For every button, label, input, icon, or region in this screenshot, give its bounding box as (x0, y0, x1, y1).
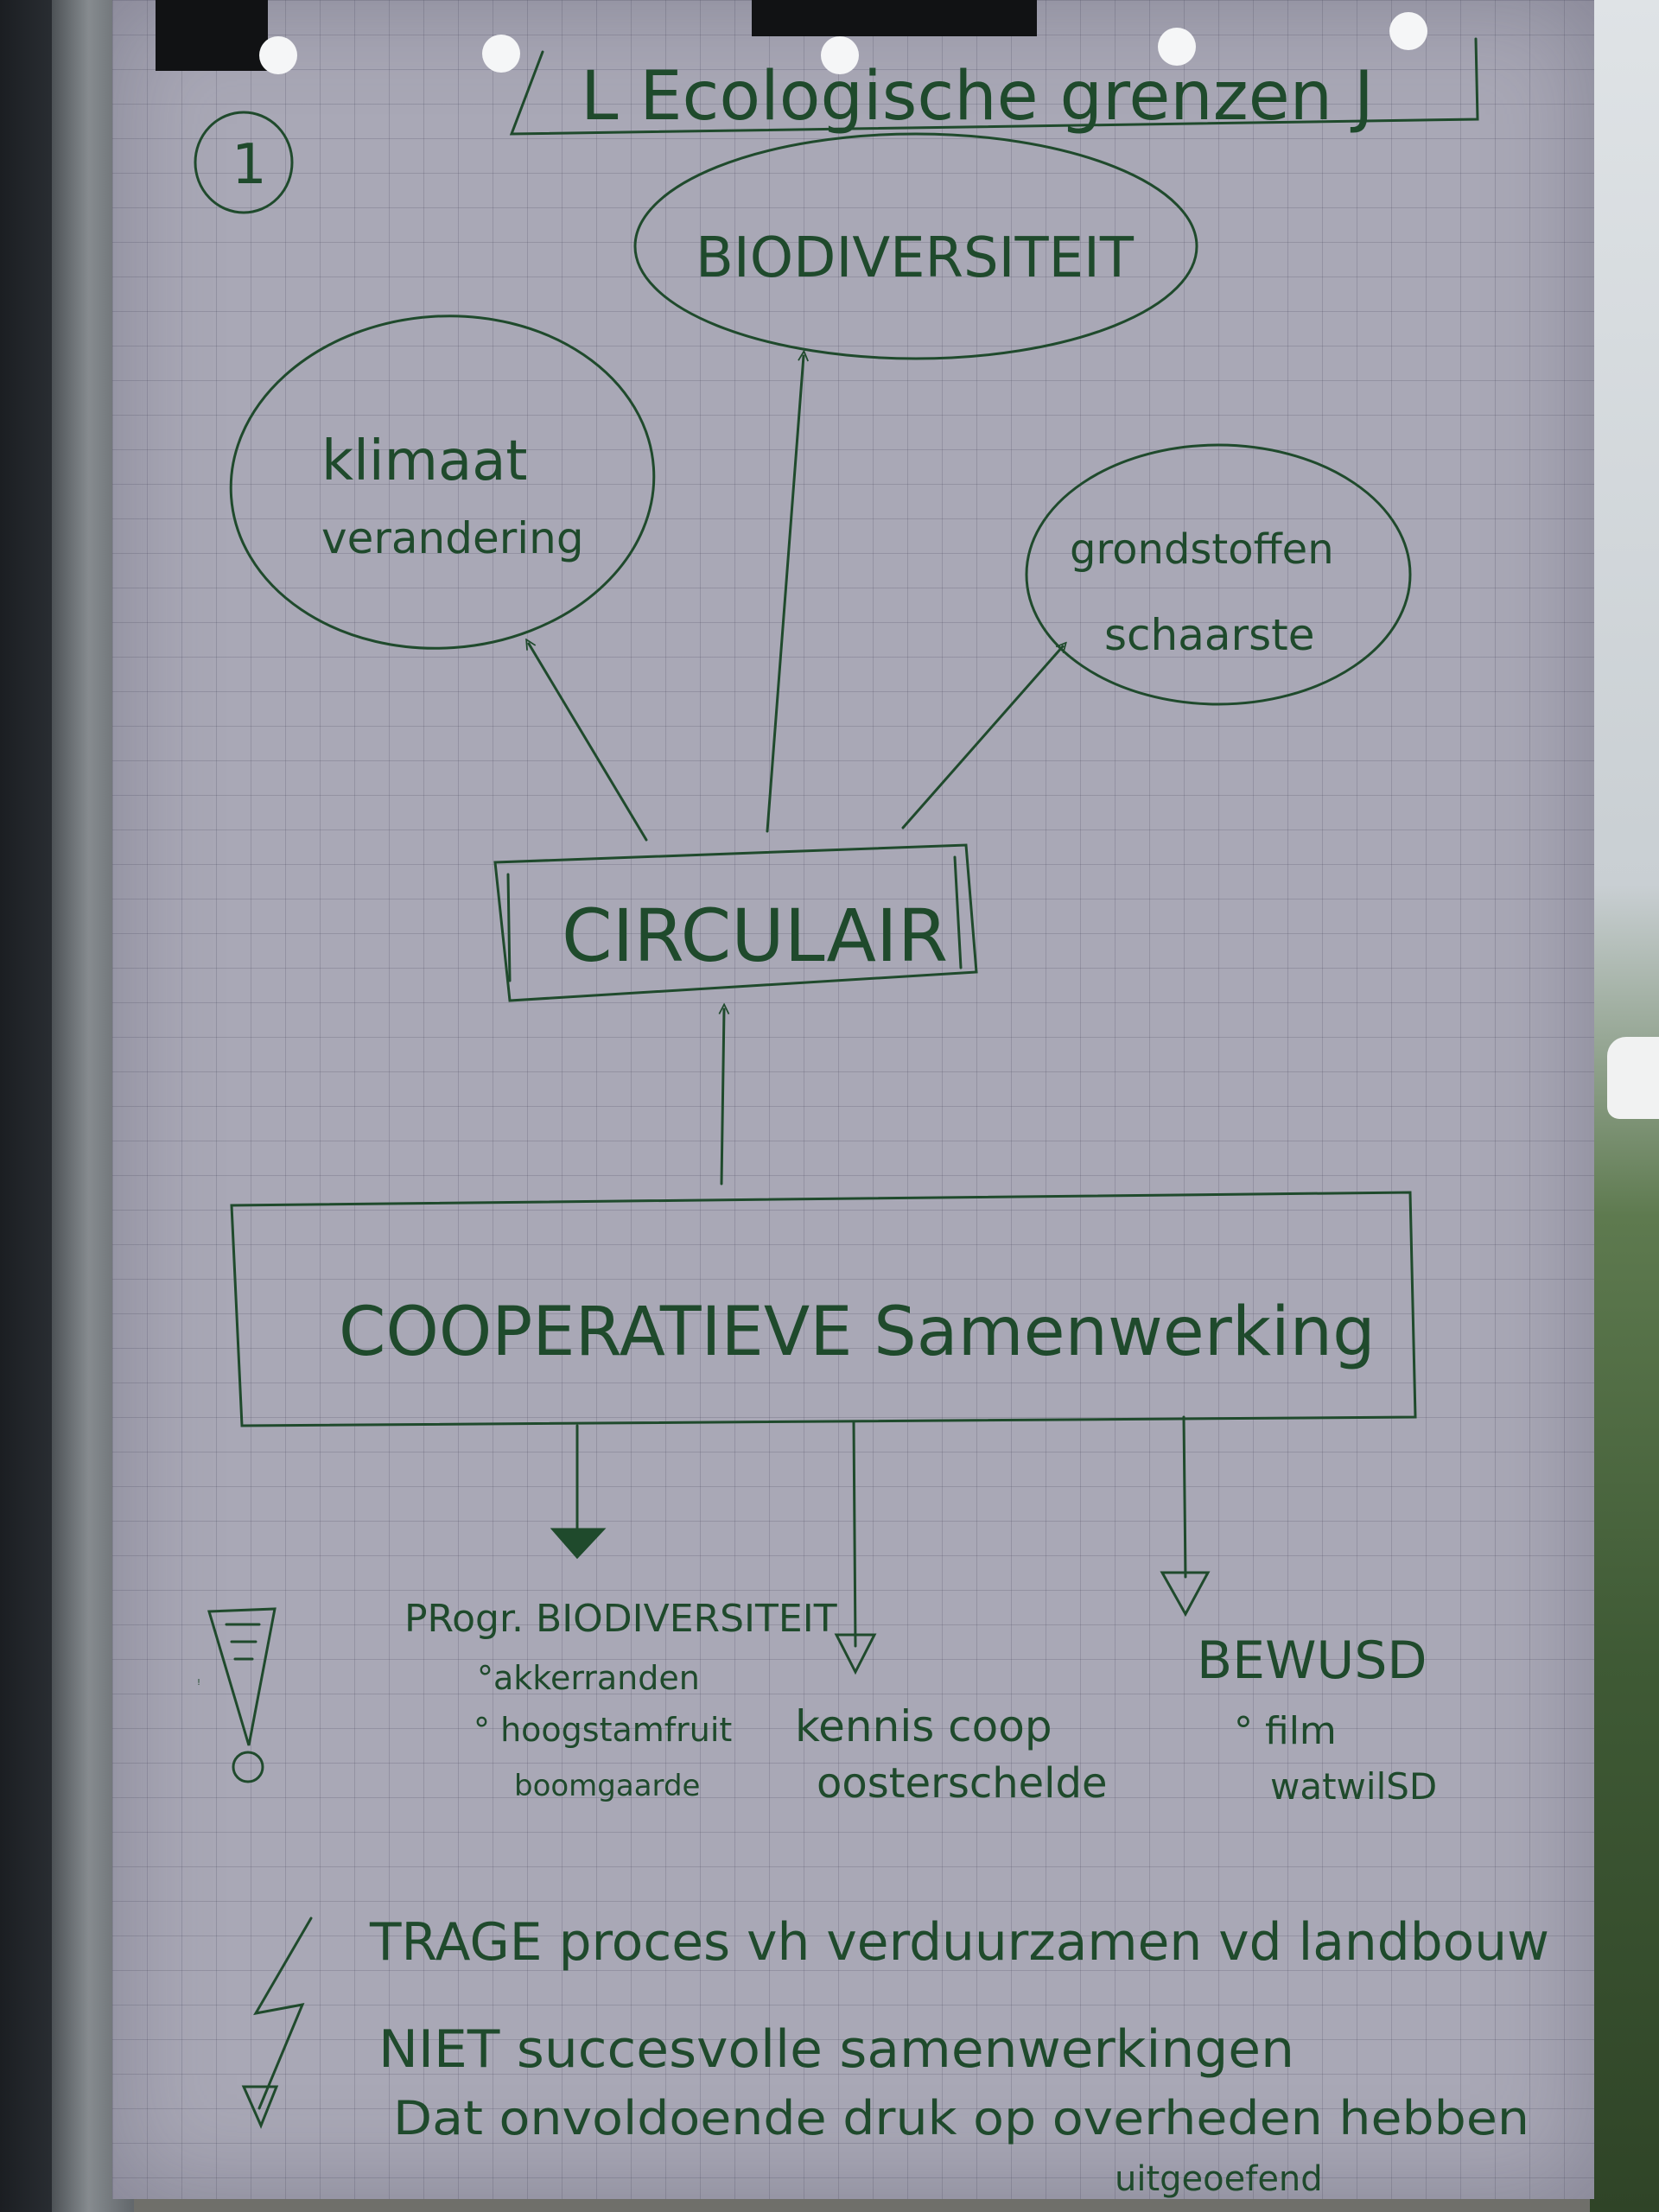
punch-hole (259, 36, 297, 74)
title-bracket (509, 37, 1479, 136)
label-biodiversiteit: BIODIVERSITEIT (696, 226, 1135, 290)
box-circulair-inner (953, 855, 963, 969)
label-kennis-line1: kennis coop (795, 1701, 1052, 1751)
note-line-3-sub: uitgeoefend (1115, 2159, 1323, 2199)
label-progr-item-1: °akkerranden (477, 1659, 700, 1697)
label-bewusd-item-2: watwilSD (1270, 1765, 1437, 1808)
box-circulair-inner (506, 873, 512, 982)
flipchart-sheet (112, 0, 1594, 2199)
punch-hole (821, 36, 859, 74)
page-marker-circle (194, 111, 294, 214)
arrowhead-kennis (834, 1633, 877, 1675)
arrow-to-biodiversiteit (766, 356, 804, 833)
page-marker: 1 (232, 133, 267, 197)
punch-hole (482, 35, 520, 73)
label-progr-title: PRogr. BIODIVERSITEIT (404, 1597, 837, 1641)
title-text: L Ecologische grenzen J (581, 58, 1374, 136)
lightning-arrow (253, 1916, 313, 2110)
arrow-to-grondstoffen (901, 646, 1063, 830)
note-line-1: TRAGE proces vh verduurzamen vd landbouw (369, 1912, 1549, 1973)
arrowhead-progr (550, 1528, 607, 1560)
arrow-to-kennis (852, 1420, 857, 1648)
label-bewusd-item-1: ° film (1234, 1709, 1337, 1753)
ellipse-klimaat (229, 315, 656, 650)
parked-car (1607, 1037, 1659, 1119)
punch-hole (1389, 12, 1427, 50)
ellipse-biodiversiteit (633, 132, 1198, 360)
tape-left (156, 0, 268, 71)
arrow-to-bewusd (1182, 1415, 1187, 1579)
exclamation-hatch (225, 1623, 261, 1661)
arrowhead-bewusd (1160, 1571, 1211, 1618)
note-line-3: Dat onvoldoende druk op overheden hebben (393, 2091, 1529, 2145)
label-grondstoffen-line1: grondstoffen (1070, 525, 1334, 574)
note-line-2: NIET succesvolle samenwerkingen (378, 2019, 1294, 2080)
label-grondstoffen-line2: schaarste (1104, 610, 1314, 660)
exclamation-text: ! (197, 1678, 200, 1688)
tape-top (752, 0, 1037, 36)
exclamation-shape (207, 1607, 276, 1746)
lightning-arrowhead (241, 2085, 279, 2129)
label-klimaat-line2: verandering (321, 513, 584, 563)
box-circulair (493, 843, 978, 1002)
label-bewusd-title: BEWUSD (1197, 1630, 1427, 1691)
box-cooperatieve (230, 1191, 1417, 1427)
arrow-to-klimaat (529, 644, 648, 842)
arrow-to-circulair (721, 1009, 724, 1185)
ellipse-grondstoffen (1025, 443, 1412, 706)
label-progr-item-3: boomgaarde (514, 1769, 700, 1803)
label-cooperatieve: COOPERATIEVE Samenwerking (339, 1294, 1376, 1371)
label-circulair: CIRCULAIR (562, 893, 948, 978)
exclamation-dot (232, 1751, 264, 1783)
label-klimaat-line1: klimaat (321, 429, 528, 493)
label-progr-item-2: ° hoogstamfruit (474, 1711, 732, 1749)
label-kennis-line2: oosterschelde (817, 1759, 1108, 1808)
punch-hole (1158, 28, 1196, 66)
